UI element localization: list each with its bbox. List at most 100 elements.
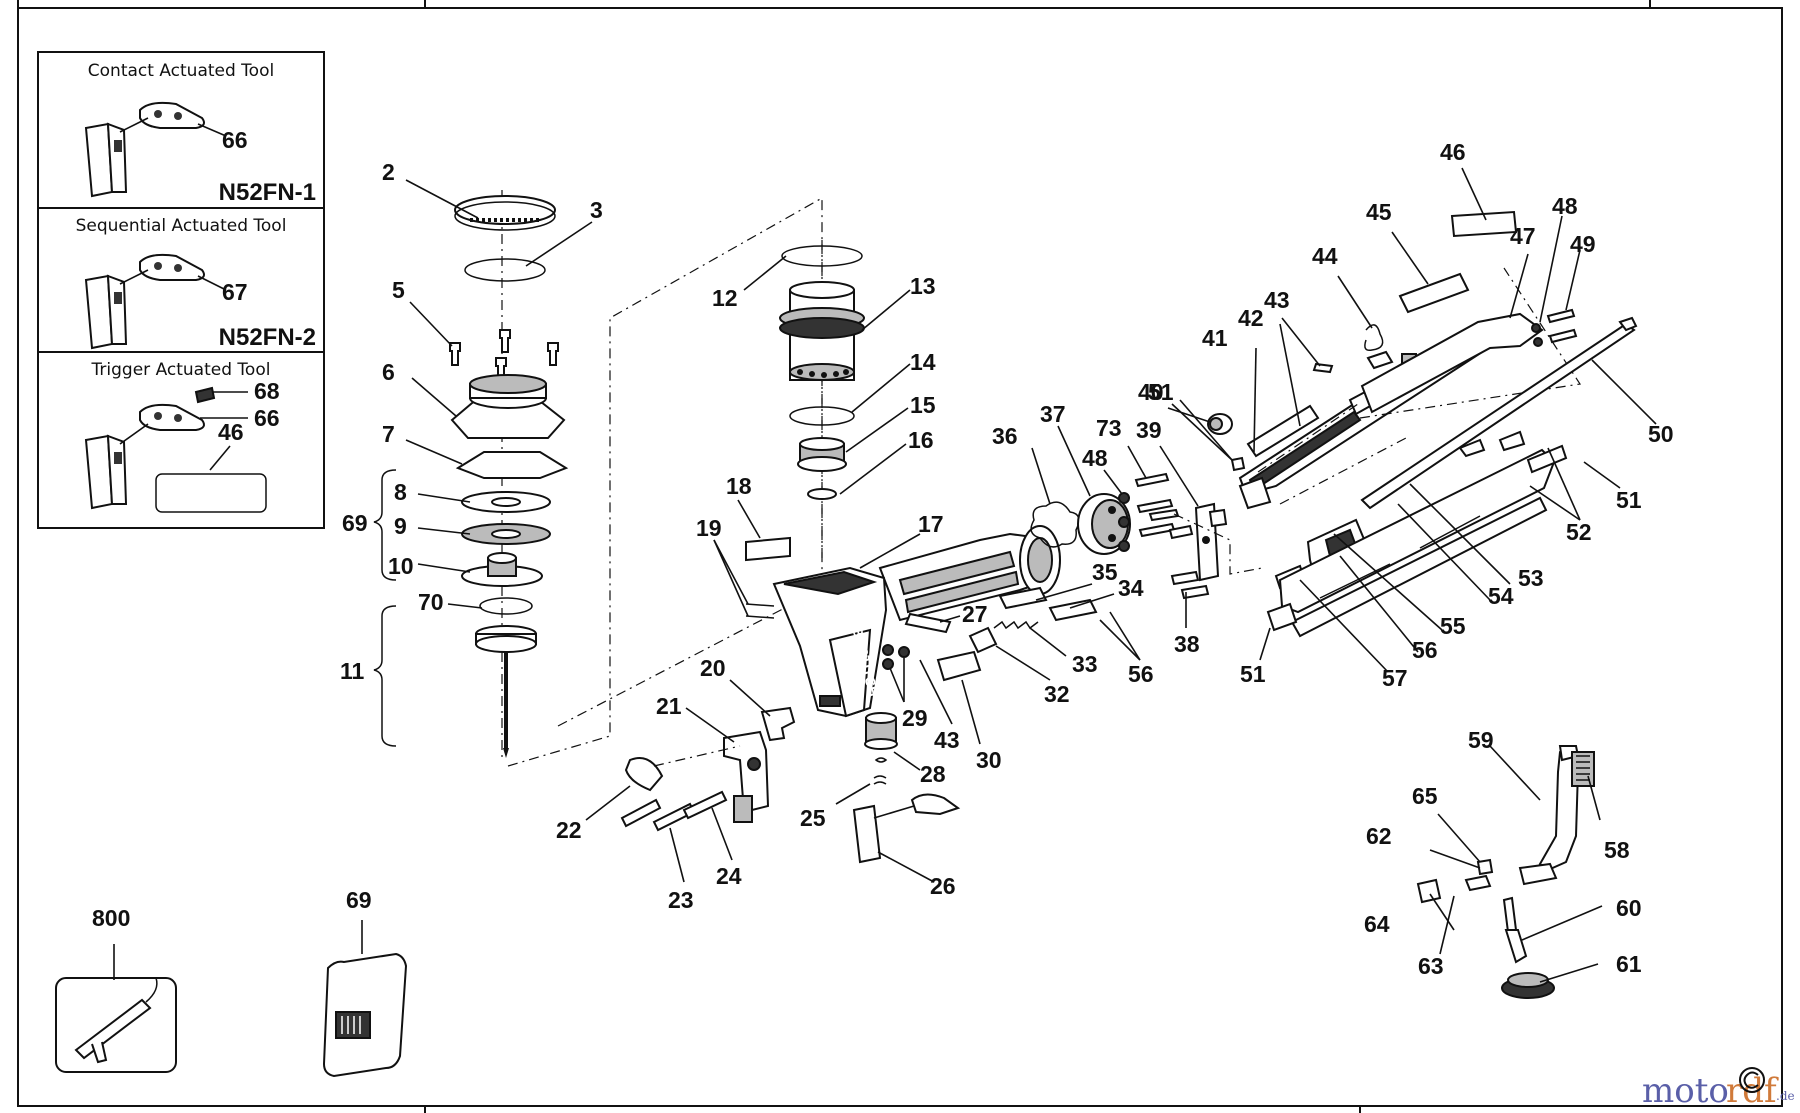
depth-adjust-assembly (1416, 745, 1595, 999)
callout-23: 23 (668, 887, 694, 913)
part-50-rail (1360, 322, 1636, 510)
bolts-48-73 (1118, 472, 1180, 552)
callout-54: 54 (1488, 583, 1514, 609)
callout-3: 3 (590, 197, 603, 223)
callout-32: 32 (1044, 681, 1070, 707)
callout-33: 33 (1072, 651, 1098, 677)
callout-36: 36 (992, 423, 1018, 449)
part-40-nut (1207, 413, 1233, 435)
callout-inset-46: 46 (218, 419, 244, 445)
callout-64: 64 (1364, 911, 1390, 937)
callout-5: 5 (392, 277, 405, 303)
part-26-trigger (852, 793, 961, 864)
part-42-strip (1246, 404, 1320, 458)
callout-10: 10 (388, 553, 414, 579)
callout-73: 73 (1096, 415, 1122, 441)
part-6-cylinder-cap (450, 374, 566, 439)
callout-61: 61 (1616, 951, 1642, 977)
callout-60: 60 (1616, 895, 1642, 921)
callout-45: 45 (1366, 199, 1392, 225)
part-22-cover (624, 757, 664, 792)
part-21-trigger-valve (723, 730, 770, 823)
callout-39: 39 (1136, 417, 1162, 443)
model-n52fn-2: N52FN-2 (219, 324, 316, 351)
callout-48a: 48 (1082, 445, 1108, 471)
part-11-piston-driver (475, 625, 537, 758)
callout-69b: 69 (346, 887, 372, 913)
callout-52: 52 (1566, 519, 1592, 545)
part-13-cylinder-sleeve (779, 281, 865, 381)
part-27-pin (904, 612, 952, 634)
trigger-assembly-drawing (84, 253, 227, 350)
callout-19: 19 (696, 515, 722, 541)
inset-title-trigger: Trigger Actuated Tool (91, 360, 271, 380)
tool-main-body: BOSTITCH (772, 525, 1061, 718)
drawing-frame (17, 7, 1783, 1107)
callout-27: 27 (962, 601, 988, 627)
callout-11: 11 (340, 658, 365, 684)
callout-20: 20 (700, 655, 726, 681)
watermark-text-1: moto (1642, 1071, 1729, 1111)
trigger-assembly-drawing (84, 386, 267, 513)
callout-2: 2 (382, 159, 395, 185)
part-69-kit-bag (322, 952, 408, 1078)
callout-70: 70 (418, 589, 444, 615)
callout-15: 15 (910, 392, 936, 418)
parts-32-35 (968, 586, 1098, 654)
callout-49: 49 (1570, 231, 1596, 257)
callout-13: 13 (910, 273, 936, 299)
callout-48b: 48 (1552, 193, 1578, 219)
callout-51d: 51 (1148, 379, 1174, 405)
callout-7: 7 (382, 421, 395, 447)
part-23-24-pins (620, 790, 728, 832)
part-18-label (745, 536, 791, 562)
callout-62: 62 (1366, 823, 1392, 849)
callout-9: 9 (394, 513, 407, 539)
callout-34: 34 (1118, 575, 1144, 601)
callout-51b: 51 (1616, 487, 1642, 513)
callout-22: 22 (556, 817, 582, 843)
callout-6: 6 (382, 359, 395, 385)
part-57-plate (1290, 496, 1548, 638)
callout-18: 18 (726, 473, 752, 499)
callout-55: 55 (1440, 613, 1466, 639)
part-2-ring (454, 195, 556, 225)
part-800-oil-bottle (55, 977, 177, 1073)
watermark-logo: moto rdf .de (1642, 1067, 1795, 1111)
part-46-label (1450, 210, 1518, 238)
actuation-inset-box: Contact Actuated Tool Sequential Actuate… (37, 51, 325, 529)
callout-51c: 51 (1240, 661, 1266, 687)
inset-title-contact: Contact Actuated Tool (88, 61, 274, 81)
part-10-valve (461, 552, 543, 587)
callout-29: 29 (902, 705, 928, 731)
callout-12: 12 (712, 285, 738, 311)
callout-35: 35 (1092, 559, 1118, 585)
callout-8: 8 (394, 479, 407, 505)
part-45-label (1398, 272, 1470, 314)
callout-26: 26 (930, 873, 956, 899)
callout-63: 63 (1418, 953, 1444, 979)
callout-inset-66b: 66 (254, 405, 280, 431)
inset-title-sequential: Sequential Actuated Tool (76, 216, 287, 236)
callout-47: 47 (1510, 223, 1536, 249)
callout-17: 17 (918, 511, 944, 537)
callout-25: 25 (800, 805, 826, 831)
cylinder-sleeve-group (743, 240, 911, 560)
part-15-bumper (797, 437, 847, 472)
part-30-clip (936, 650, 982, 682)
trigger-assembly-drawing (84, 101, 227, 198)
callout-43a: 43 (934, 727, 960, 753)
callout-43b: 56 (1128, 661, 1154, 687)
callout-44: 44 (1312, 243, 1338, 269)
callout-inset-66: 66 (222, 127, 248, 153)
part-44-spring (1364, 324, 1394, 370)
cylinder-cap-group (373, 179, 593, 760)
callout-38: 38 (1174, 631, 1200, 657)
part-47-rail-cover (1360, 312, 1544, 414)
callout-14: 14 (910, 349, 936, 375)
callout-53: 53 (1518, 565, 1544, 591)
callout-59: 59 (1468, 727, 1494, 753)
part-7-gasket (455, 451, 569, 479)
callout-50: 50 (1648, 421, 1674, 447)
